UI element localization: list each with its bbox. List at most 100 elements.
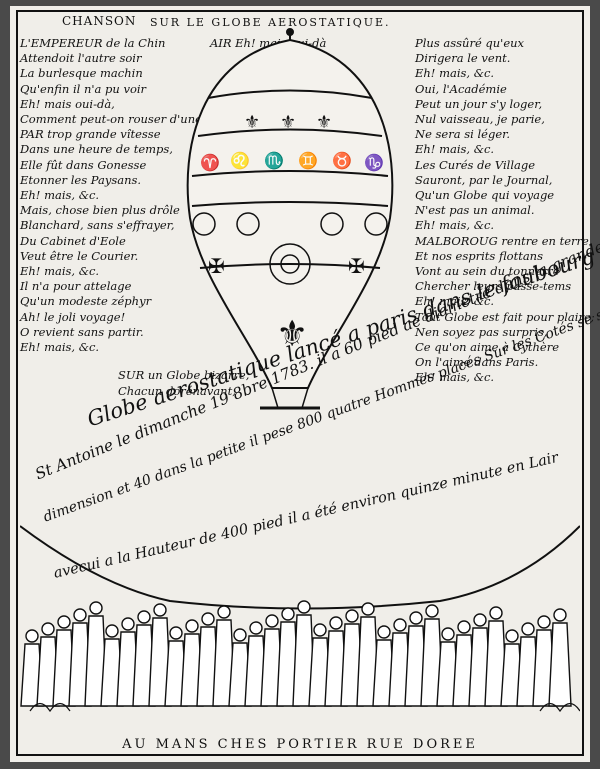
sun-emblem-icon — [269, 243, 311, 285]
verse-line: Qu'un modeste zéphyr — [20, 294, 152, 309]
verse-line: Du Cabinet d'Eole — [20, 233, 126, 248]
verse-line: Ne sera si léger. — [415, 127, 511, 142]
verse-line: Blanchard, sans s'effrayer, — [20, 218, 175, 233]
spectator-head-icon — [473, 613, 487, 627]
spectator-head-icon — [553, 608, 567, 622]
spectator-head-icon — [377, 625, 391, 639]
verse-line: Oui, l'Académie — [415, 81, 507, 96]
spectator-head-icon — [489, 606, 503, 620]
verse-line: MALBOROUG rentre en terre, — [415, 233, 593, 248]
verse-line: Veut être le Courier. — [20, 248, 139, 263]
verse-line: L'EMPEREUR de la Chin — [20, 36, 166, 50]
sun-emblem-icon — [364, 212, 388, 236]
verse-line: Nen soyez pas surpris, — [415, 324, 548, 339]
spectator-head-icon — [537, 615, 551, 629]
cipher-monogram-icon: ✠ — [208, 254, 225, 278]
zodiac-figure-icon: ♊ — [298, 151, 318, 170]
spectator-head-icon — [393, 618, 407, 632]
center-verse-line-2: Chacun dorénavant, — [118, 384, 236, 398]
verse-line: Eh! mais, &c. — [415, 218, 495, 233]
spectator-head-icon — [265, 614, 279, 628]
spectator-head-icon — [217, 605, 231, 619]
verse-line: N'est pas un animal. — [415, 203, 535, 218]
sun-emblem-icon — [320, 212, 344, 236]
verse-line: Eh! mais, &c. — [20, 188, 100, 202]
fleur-de-lis-icon: ⚜ — [280, 112, 296, 133]
spectator-head-icon — [409, 611, 423, 625]
verse-line: Dans une heure de temps, — [20, 142, 173, 157]
verse-line: Eh! mais, &c. — [415, 142, 495, 157]
cipher-monogram-icon: ✠ — [348, 254, 365, 278]
header-title: SUR LE GLOBE AEROSTATIQUE. — [150, 16, 391, 29]
verse-line: Et nos esprits flottans — [415, 248, 543, 263]
spectator-head-icon — [281, 607, 295, 621]
zodiac-figure-icon: ♏ — [264, 151, 284, 170]
zodiac-figure-icon: ♌ — [230, 151, 250, 170]
spectator-head-icon — [425, 604, 439, 618]
zodiac-figure-icon: ♑ — [364, 153, 384, 172]
montgolfier-balloon-illustration: ⚜ ⚜ ⚜ ⚜ ♈ ♌ ♏ ♊ ♉ ♑ ✠ ✠ — [186, 28, 394, 410]
verse-line: Tout Globe est fait pour plaire; — [415, 309, 595, 324]
verse-line: Vont au sein du tonnerre — [415, 264, 560, 278]
verse-line: Eh! mais, &c. — [415, 294, 495, 309]
header-chanson: CHANSON — [62, 14, 137, 28]
verse-line: PAR trop grande vîtesse — [20, 127, 161, 142]
spectator-head-icon — [521, 622, 535, 636]
verse-line: Qu'un Globe qui voyage — [415, 188, 555, 202]
publisher-footer: AU MANS CHES PORTIER RUE DOREE — [122, 737, 478, 752]
verse-line: Attendoit l'autre soir — [20, 51, 142, 66]
spectator-head-icon — [89, 601, 103, 615]
verse-line: Comment peut-on rouser d'une telle — [20, 112, 232, 126]
zodiac-figure-icon: ♈ — [200, 153, 220, 172]
verse-line: Chercher leurs passe-tems — [415, 279, 572, 294]
spectator-head-icon — [313, 623, 327, 637]
sun-emblem-icon — [236, 212, 260, 236]
spectator-head-icon — [57, 615, 71, 629]
verse-line: Eh! mais, &c. — [20, 264, 100, 278]
spectator-body-icon — [548, 622, 572, 707]
verse-line: O revient sans partir. — [20, 324, 144, 339]
fleur-de-lis-icon: ⚜ — [276, 314, 308, 355]
verse-line: Eh! mais oui-dà, — [20, 96, 115, 111]
verse-line: Eh! mais, &c. — [415, 66, 495, 81]
verse-line: Il n'a pour attelage — [20, 279, 132, 294]
spectator-head-icon — [233, 628, 247, 642]
verse-line: Ah! le joli voyage! — [20, 309, 126, 324]
verse-line: Elle fût dans Gonesse — [20, 157, 147, 172]
crowd-of-spectators-illustration — [20, 525, 580, 713]
outer-border — [16, 10, 584, 756]
verse-line: La burlesque machin — [20, 66, 143, 81]
verse-line: Nul vaisseau, je parie, — [415, 112, 545, 126]
spectator-head-icon — [201, 612, 215, 626]
fleur-de-lis-icon: ⚜ — [244, 112, 260, 133]
spectator-head-icon — [329, 616, 343, 630]
zodiac-figure-icon: ♉ — [332, 151, 352, 170]
spectator-head-icon — [73, 608, 87, 622]
verse-line: Les Curés de Village — [415, 157, 536, 172]
spectator-head-icon — [249, 621, 263, 635]
spectator-head-icon — [121, 617, 135, 631]
spectator-head-icon — [169, 626, 183, 640]
verse-line: Mais, chose bien plus drôle — [20, 203, 180, 218]
center-verse-line-1: SUR un Globe bizarre, — [118, 368, 250, 382]
spectator-head-icon — [185, 619, 199, 633]
engraving-sheet: CHANSON SUR LE GLOBE AEROSTATIQUE. AIR E… — [10, 6, 600, 762]
spectator-head-icon — [41, 622, 55, 636]
spectator-head-icon — [297, 600, 311, 614]
verse-line: Etonner les Paysans. — [20, 172, 142, 187]
verse-line: Qu'enfin il n'a pu voir — [20, 81, 147, 96]
spectator-head-icon — [345, 609, 359, 623]
verse-line: Dirigera le vent. — [415, 51, 511, 66]
verse-line: Eh! mais, &c. — [415, 370, 495, 385]
sun-emblem-icon — [192, 212, 216, 236]
spectator-head-icon — [505, 629, 519, 643]
verse-line: Ce qu'on aime à Cythère — [415, 340, 560, 354]
spectator-head-icon — [105, 624, 119, 638]
verse-line: Sauront, par le Journal, — [415, 172, 553, 187]
verse-line: Eh! mais, &c. — [20, 340, 100, 354]
spectator-head-icon — [441, 627, 455, 641]
spectator-head-icon — [457, 620, 471, 634]
fleur-de-lis-icon: ⚜ — [316, 112, 332, 133]
spectator-head-icon — [25, 629, 39, 643]
verse-line: On l'aime dans Paris. — [415, 355, 539, 370]
